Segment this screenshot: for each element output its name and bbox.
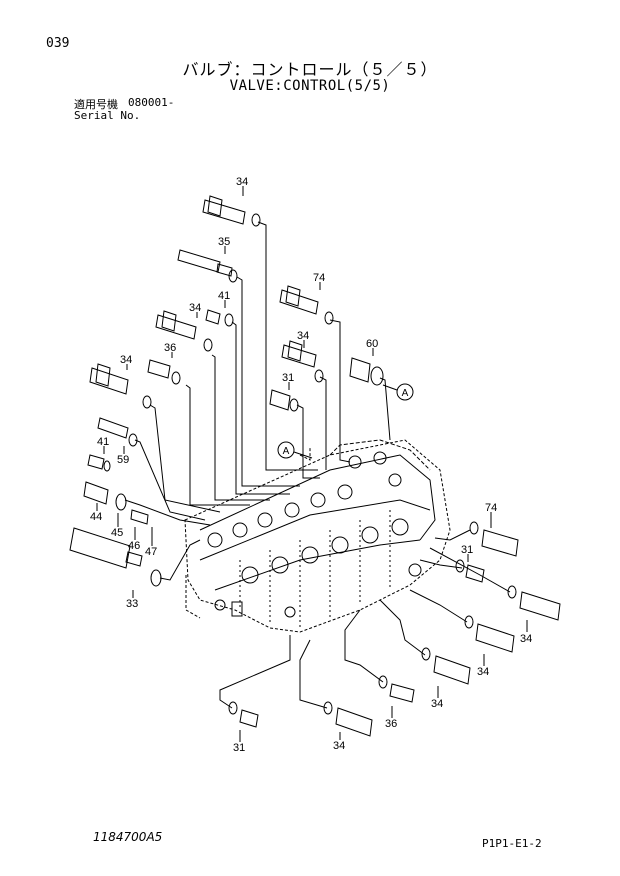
part-relief-valve-74b bbox=[469, 521, 519, 557]
callout-46: 46 bbox=[128, 540, 140, 552]
part-plug-60 bbox=[349, 357, 384, 386]
part-plug-31c bbox=[228, 701, 259, 728]
page-number: 039 bbox=[46, 36, 70, 51]
serial-label-japanese: 適用号機 bbox=[74, 98, 118, 111]
callout-74: 74 bbox=[485, 502, 497, 514]
serial-label: Serial No. bbox=[74, 109, 141, 122]
part-poppet-44 bbox=[83, 481, 149, 525]
part-relief-valve-34c bbox=[281, 340, 324, 383]
callout-59: 59 bbox=[117, 454, 129, 466]
callout-36: 36 bbox=[385, 718, 397, 730]
callout-74: 74 bbox=[313, 272, 325, 284]
callout-45: 45 bbox=[111, 527, 123, 539]
callout-34: 34 bbox=[477, 666, 489, 678]
callout-31: 31 bbox=[282, 372, 294, 384]
valve-body bbox=[184, 439, 451, 633]
callout-34: 34 bbox=[520, 633, 532, 645]
callout-44: 44 bbox=[90, 511, 102, 523]
part-relief-valve-34h bbox=[323, 701, 373, 737]
leader-lines bbox=[124, 221, 511, 709]
callout-31: 31 bbox=[461, 544, 473, 556]
part-orifice-35 bbox=[177, 249, 238, 283]
part-plug-41a bbox=[205, 309, 234, 327]
part-plug-41b bbox=[87, 454, 111, 472]
callout-41: 41 bbox=[97, 436, 109, 448]
callout-60: 60 bbox=[366, 338, 378, 350]
part-relief-valve-34e bbox=[507, 585, 561, 621]
callout-35: 35 bbox=[218, 236, 230, 248]
callout-31: 31 bbox=[233, 742, 245, 754]
reference-label-a-2: A bbox=[283, 446, 290, 457]
callout-34: 34 bbox=[189, 302, 201, 314]
callout-34: 34 bbox=[431, 698, 443, 710]
part-plug-31a bbox=[269, 389, 299, 412]
callout-47: 47 bbox=[145, 546, 157, 558]
page-title: VALVE:CONTROL(5/5) bbox=[229, 78, 391, 94]
part-relief-valve-34f bbox=[464, 615, 515, 653]
callout-34: 34 bbox=[297, 330, 309, 342]
document-code: 1184700A5 bbox=[93, 830, 163, 844]
callout-36: 36 bbox=[164, 342, 176, 354]
part-relief-valve-34g bbox=[421, 647, 471, 685]
reference-circle-a-2 bbox=[277, 441, 295, 459]
callout-34: 34 bbox=[120, 354, 132, 366]
part-relief-valve-34d bbox=[89, 363, 152, 409]
part-plug-31b bbox=[455, 559, 485, 583]
part-relief-valve-34b bbox=[155, 310, 213, 352]
callout-34: 34 bbox=[236, 176, 248, 188]
callout-pointers bbox=[96, 186, 528, 742]
callout-33: 33 bbox=[126, 598, 138, 610]
serial-number-range: 080001- bbox=[128, 96, 175, 109]
part-relief-valve-74a bbox=[279, 285, 334, 325]
page-title-japanese: バルブ：コントロール（５／５） bbox=[182, 60, 438, 79]
reference-label-a-1: A bbox=[402, 388, 409, 399]
callout-34: 34 bbox=[333, 740, 345, 752]
part-check-36a bbox=[147, 359, 181, 385]
reference-circle-a-1 bbox=[396, 383, 414, 401]
part-relief-valve-33 bbox=[69, 527, 162, 587]
sheet-code: P1P1-E1-2 bbox=[482, 837, 542, 850]
part-check-36b bbox=[378, 675, 415, 703]
part-valve-59 bbox=[97, 417, 138, 447]
callout-41: 41 bbox=[218, 290, 230, 302]
part-relief-valve-34a bbox=[202, 195, 261, 227]
